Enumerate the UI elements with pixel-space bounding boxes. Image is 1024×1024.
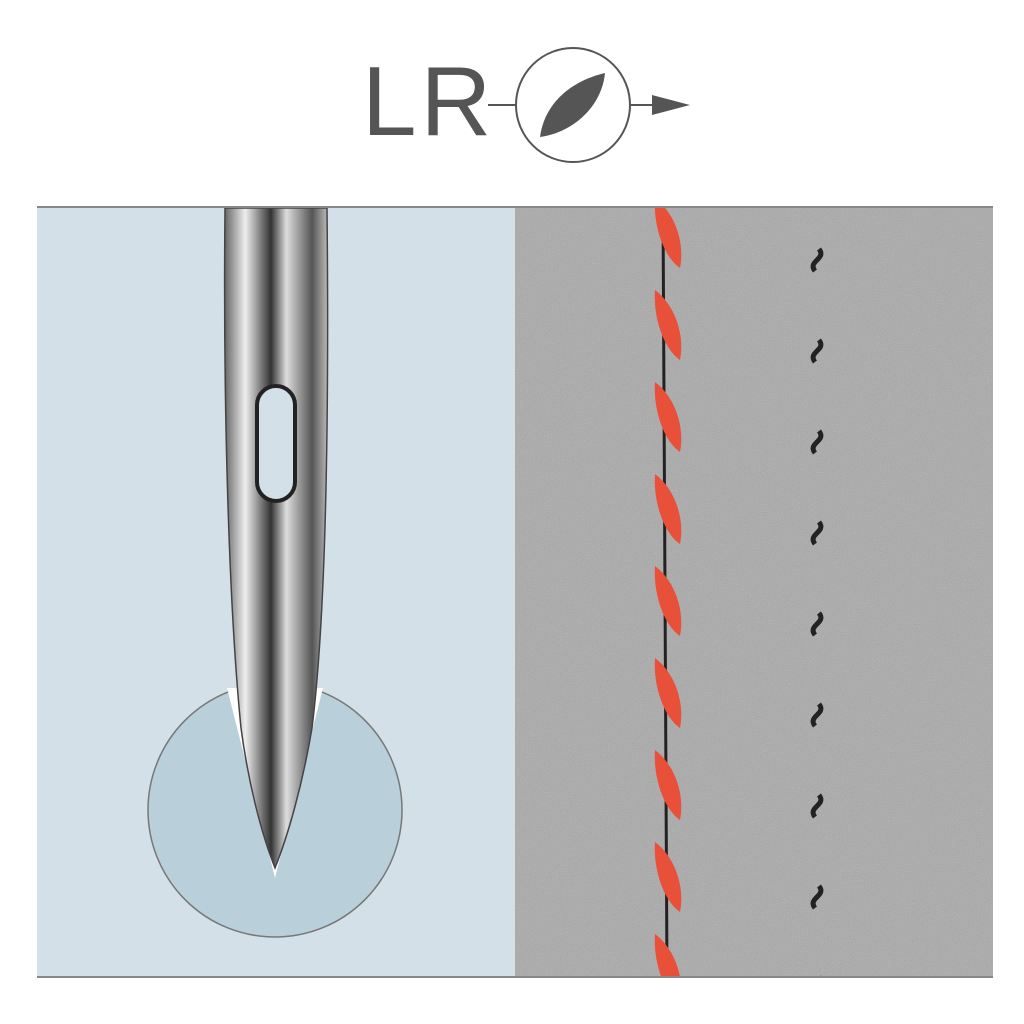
stitch-hole: [810, 338, 824, 364]
stitch-hole: [810, 429, 824, 455]
thread-stitch: [654, 208, 682, 268]
stitch-hole: [810, 520, 824, 546]
stitch-hole: [810, 247, 824, 273]
thread-stitch: [654, 382, 682, 452]
point-style-code: LR: [362, 46, 496, 156]
stitch-hole: [810, 884, 824, 910]
stitch-thread: [654, 208, 682, 976]
needle-eye: [255, 384, 297, 503]
stitch-hole: [810, 793, 824, 819]
leaf-point-direction-icon: [488, 47, 690, 163]
leather-stitch-panel: [515, 208, 993, 976]
stitch-holes: [810, 247, 824, 976]
needle-point-panel: [37, 208, 515, 976]
needle-illustration: [147, 208, 403, 938]
thread-stitch: [654, 934, 680, 976]
thread-stitch: [654, 474, 682, 544]
stitch-hole: [810, 702, 824, 728]
needle: [223, 208, 329, 871]
thread-stitch: [654, 750, 682, 820]
stitch-illustration: [515, 208, 993, 976]
thread-stitch: [654, 566, 682, 636]
thread-stitch: [654, 658, 682, 728]
illustration-panels: [37, 206, 993, 978]
stitch-hole: [810, 611, 824, 637]
thread-stitch: [654, 842, 682, 912]
thread-stitch: [654, 290, 682, 360]
